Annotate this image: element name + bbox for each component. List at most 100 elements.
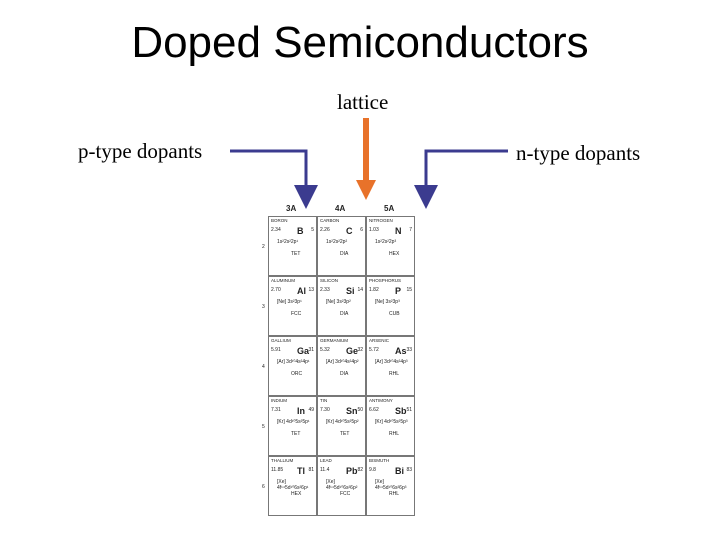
atomic-number: 50 bbox=[357, 407, 363, 413]
group-header: 5A bbox=[384, 204, 395, 213]
lattice-type: FCC bbox=[340, 491, 351, 497]
atomic-number: 14 bbox=[357, 287, 363, 293]
element-density: 2.26 bbox=[320, 227, 330, 233]
electron-configuration: [Xe] 4f¹⁴5d¹⁰6s²6p³ bbox=[375, 479, 407, 491]
element-symbol: As bbox=[395, 346, 407, 356]
electron-configuration: [Ar] 3d¹⁰4s²4p³ bbox=[375, 359, 408, 365]
slide-title: Doped Semiconductors bbox=[131, 18, 589, 67]
element-density: 2.33 bbox=[320, 287, 330, 293]
atomic-number: 32 bbox=[357, 347, 363, 353]
element-density: 2.70 bbox=[271, 287, 281, 293]
atomic-number: 51 bbox=[406, 407, 412, 413]
electron-configuration: 1s²2s²2p¹ bbox=[277, 239, 299, 245]
period-number: 4 bbox=[262, 364, 265, 370]
element-density: 7.31 bbox=[271, 407, 281, 413]
element-name: ANTIMONY bbox=[369, 398, 393, 403]
element-name: GALLIUM bbox=[271, 338, 291, 343]
element-name: TIN bbox=[320, 398, 328, 403]
element-symbol: Al bbox=[297, 286, 306, 296]
lattice-type: TET bbox=[291, 431, 301, 437]
lattice-type: TET bbox=[340, 431, 350, 437]
element-name: PHOSPHORUS bbox=[369, 278, 402, 283]
element-name: CARBON bbox=[320, 218, 340, 223]
element-name: ALUMINUM bbox=[271, 278, 296, 283]
atomic-number: 83 bbox=[406, 467, 412, 473]
element-name: LEAD bbox=[320, 458, 332, 463]
element-density: 11.4 bbox=[320, 467, 330, 473]
n-type-arrow bbox=[414, 149, 508, 209]
p-type-arrow bbox=[230, 149, 318, 209]
lattice-type: FCC bbox=[291, 311, 302, 317]
electron-configuration: [Ar] 3d¹⁰4s²4p¹ bbox=[277, 359, 310, 365]
electron-configuration: [Ne] 3s²3p¹ bbox=[277, 299, 302, 305]
lattice-type: RHL bbox=[389, 491, 400, 497]
period-number: 5 bbox=[262, 424, 265, 430]
electron-configuration: 1s²2s²2p³ bbox=[375, 239, 397, 245]
lattice-label: lattice bbox=[337, 90, 389, 114]
atomic-number: 5 bbox=[311, 227, 314, 233]
lattice-type: HEX bbox=[389, 251, 400, 257]
atomic-number: 49 bbox=[308, 407, 314, 413]
element-name: NITROGEN bbox=[369, 218, 393, 223]
atomic-number: 82 bbox=[357, 467, 363, 473]
lattice-type: TET bbox=[291, 251, 301, 257]
atomic-number: 6 bbox=[360, 227, 363, 233]
electron-configuration: [Xe] 4f¹⁴5d¹⁰6s²6p¹ bbox=[277, 479, 309, 491]
element-symbol: Sb bbox=[395, 406, 407, 416]
element-symbol: Ge bbox=[346, 346, 359, 356]
group-header: 4A bbox=[335, 204, 346, 213]
element-density: 9.8 bbox=[369, 467, 376, 473]
lattice-type: HEX bbox=[291, 491, 302, 497]
lattice-type: DIA bbox=[340, 311, 349, 317]
group-header: 3A bbox=[286, 204, 297, 213]
element-density: 5.32 bbox=[320, 347, 330, 353]
lattice-type: DIA bbox=[340, 371, 349, 377]
electron-configuration: [Kr] 4d¹⁰5s²5p¹ bbox=[277, 419, 310, 425]
element-symbol: Ga bbox=[297, 346, 310, 356]
element-density: 6.62 bbox=[369, 407, 379, 413]
p-type-dopants-label: p-type dopants bbox=[78, 139, 203, 163]
electron-configuration: 1s²2s²2p² bbox=[326, 239, 348, 245]
element-density: 5.91 bbox=[271, 347, 281, 353]
element-symbol: N bbox=[395, 226, 402, 236]
element-symbol: Sn bbox=[346, 406, 358, 416]
element-symbol: In bbox=[297, 406, 305, 416]
lattice-type: RHL bbox=[389, 371, 400, 377]
element-symbol: Si bbox=[346, 286, 355, 296]
lattice-type: RHL bbox=[389, 431, 400, 437]
electron-configuration: [Ar] 3d¹⁰4s²4p² bbox=[326, 359, 359, 365]
element-name: INDIUM bbox=[271, 398, 287, 403]
atomic-number: 13 bbox=[308, 287, 314, 293]
electron-configuration: [Ne] 3s²3p³ bbox=[375, 299, 400, 305]
period-number: 2 bbox=[262, 244, 265, 250]
period-number: 6 bbox=[262, 484, 265, 490]
element-symbol: C bbox=[346, 226, 353, 236]
element-density: 7.30 bbox=[320, 407, 330, 413]
atomic-number: 31 bbox=[308, 347, 314, 353]
element-name: SILICON bbox=[320, 278, 339, 283]
element-density: 5.72 bbox=[369, 347, 379, 353]
element-name: BORON bbox=[271, 218, 288, 223]
element-density: 1.03 bbox=[369, 227, 379, 233]
element-density: 1.82 bbox=[369, 287, 379, 293]
element-name: BISMUTH bbox=[369, 458, 390, 463]
element-symbol: Tl bbox=[297, 466, 305, 476]
element-name: GERMANIUM bbox=[320, 338, 348, 343]
period-number: 3 bbox=[262, 304, 265, 310]
lattice-type: ORC bbox=[291, 371, 303, 377]
element-density: 11.85 bbox=[271, 467, 284, 473]
lattice-arrow-head bbox=[356, 180, 376, 200]
element-name: THALLIUM bbox=[271, 458, 294, 463]
